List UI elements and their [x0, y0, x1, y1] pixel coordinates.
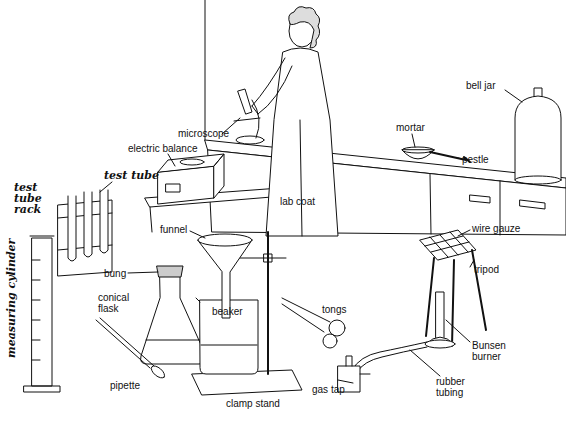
- part-label: beaker: [212, 306, 243, 317]
- part-label: lab coat: [280, 196, 315, 207]
- balance-front: [158, 166, 214, 204]
- part-label: tongs: [322, 304, 346, 315]
- burner-foot: [425, 340, 455, 348]
- leader-line: [458, 230, 470, 236]
- pipette-bulb: [149, 364, 166, 380]
- leader-line: [458, 158, 462, 159]
- leader-line: [470, 260, 474, 267]
- bell-jar-shape: [515, 96, 561, 180]
- leader-line: [410, 350, 440, 376]
- flask-liquid: [146, 340, 201, 341]
- tubing-shape: [352, 342, 427, 372]
- tongs-arm: [282, 298, 330, 332]
- part-label: wire gauze: [472, 223, 520, 234]
- leader-line: [505, 90, 522, 102]
- part-label: test tube rack: [14, 182, 62, 215]
- bell-jar-rim: [515, 176, 561, 184]
- leader-line: [168, 154, 175, 166]
- leader-line: [338, 380, 353, 383]
- funnel-rim: [198, 234, 252, 246]
- part-label: measuring cylinder: [6, 239, 17, 358]
- tongs-loop: [323, 334, 337, 348]
- gauze-grid: [425, 232, 469, 257]
- beaker-shape: [196, 298, 258, 374]
- leader-line: [446, 320, 470, 342]
- part-label: bung: [104, 268, 126, 279]
- test-tube-shape: [68, 190, 108, 261]
- part-label: clamp stand: [226, 398, 280, 409]
- part-label: conical flask: [98, 292, 144, 314]
- stand-rod: [267, 232, 269, 374]
- drawer-handle: [470, 195, 545, 209]
- cylinder-base: [24, 236, 60, 392]
- part-label: funnel: [160, 224, 187, 235]
- part-label: test tube: [104, 170, 159, 181]
- gauze-shape: [420, 230, 476, 260]
- leader-line: [100, 182, 112, 192]
- part-label: pipette: [110, 380, 140, 391]
- clamp-arm: [236, 254, 286, 262]
- part-label: pestle: [462, 154, 489, 165]
- part-label: microscope: [178, 128, 229, 139]
- part-label: bell jar: [466, 80, 495, 91]
- cylinder-body: [32, 238, 52, 386]
- cylinder-scale: [32, 260, 40, 360]
- part-label: mortar: [396, 122, 425, 133]
- burner-tube: [436, 292, 444, 338]
- leader-line: [128, 272, 158, 273]
- balance-display: [166, 184, 180, 192]
- part-label: rubber tubing: [436, 376, 482, 398]
- hair: [289, 7, 320, 48]
- part-label: gas tap: [312, 384, 345, 395]
- leader-line: [412, 134, 415, 147]
- wall-line: [205, 0, 206, 140]
- tongs-loop: [329, 320, 345, 336]
- part-label: Bunsen burner: [472, 340, 518, 362]
- funnel-shape: [198, 240, 252, 318]
- bung-shape: [157, 266, 183, 277]
- leader-line: [190, 231, 205, 238]
- coat-detail: [252, 58, 302, 236]
- microscope-base: [236, 136, 264, 144]
- gas-tap-valve: [346, 356, 370, 374]
- mortar-bowl: [402, 150, 434, 159]
- part-label: tripod: [474, 264, 499, 275]
- microscope-body: [234, 89, 260, 138]
- bell-jar-knob: [534, 88, 542, 96]
- part-label: electric balance: [128, 143, 197, 154]
- balance-pan: [180, 159, 204, 165]
- pipette-tube: [96, 318, 154, 368]
- balance-top: [158, 154, 224, 198]
- beaker-liquid: [201, 345, 257, 346]
- flask-shape: [141, 276, 207, 364]
